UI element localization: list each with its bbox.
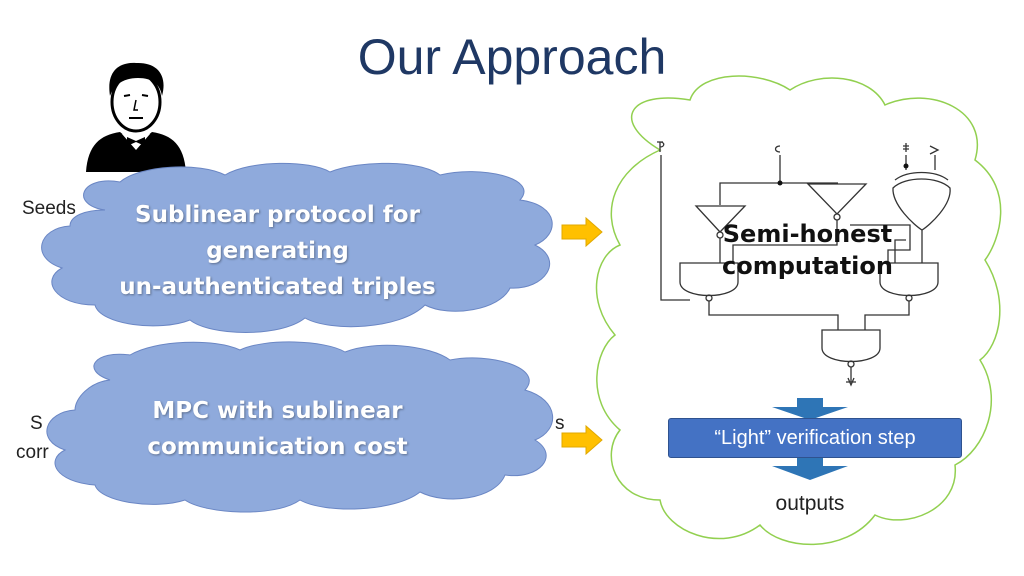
partial-label-s: S (30, 413, 43, 434)
partial-label-right: s (555, 413, 565, 434)
computation-cloud-outline (595, 75, 1002, 546)
arrow-right-icon (561, 216, 603, 248)
seeds-label: Seeds (22, 198, 76, 219)
partial-label-corr: corr (16, 442, 49, 463)
triples-cloud-text: Sublinear protocol for generating un-aut… (105, 197, 450, 305)
triples-line-3: un-authenticated triples (119, 274, 436, 300)
arrow-down-icon (772, 456, 848, 480)
circuit-label: Semi-honest computation (715, 218, 900, 282)
arrow-down-icon (772, 398, 848, 420)
arrow-right-icon (561, 424, 603, 456)
verification-step-box: “Light” verification step (668, 418, 962, 458)
triples-cloud (41, 162, 553, 333)
mpc-line-1: MPC with sublinear (152, 398, 403, 424)
triples-line-2: generating (206, 238, 349, 264)
slide-title: Our Approach (357, 29, 667, 85)
mpc-cloud (46, 341, 553, 513)
circuit-label-line-1: Semi-honest (722, 220, 893, 248)
circuit-diagram (657, 141, 951, 387)
triples-line-1: Sublinear protocol for (135, 202, 420, 228)
mpc-cloud-text: MPC with sublinear communication cost (105, 393, 450, 465)
circuit-label-line-2: computation (722, 252, 893, 280)
outputs-label: outputs (775, 492, 845, 515)
mpc-line-2: communication cost (147, 434, 408, 460)
person-icon (86, 62, 186, 172)
